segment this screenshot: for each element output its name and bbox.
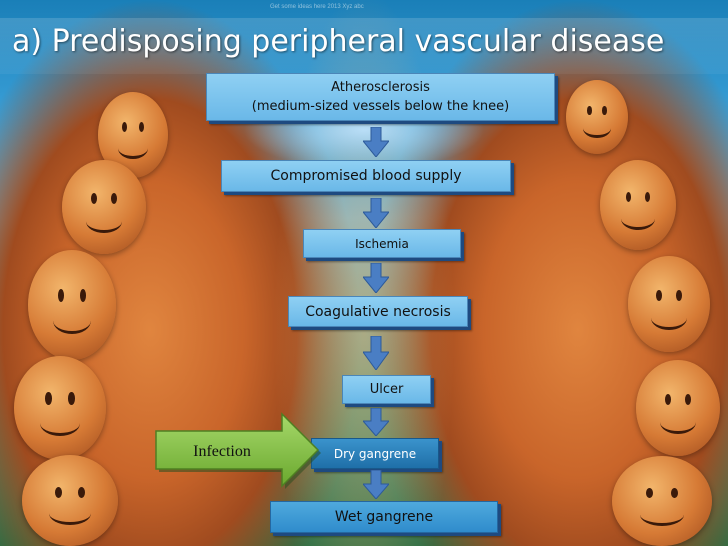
smiley-toe-icon: [566, 80, 628, 154]
smiley-toe-icon: [22, 455, 118, 546]
infection-arrow: Infection: [155, 412, 321, 489]
node-dry-gangrene: Dry gangrene: [311, 438, 439, 469]
atherosclerosis-sublabel: (medium-sized vessels below the knee): [251, 99, 510, 114]
node-atherosclerosis: Atherosclerosis (medium-sized vessels be…: [206, 73, 555, 121]
down-arrow-icon: [363, 198, 389, 228]
node-ischemia: Ischemia: [303, 229, 461, 258]
title-band: [0, 18, 728, 74]
node-compromised-blood-supply: Compromised blood supply: [221, 160, 511, 192]
node-coagulative-necrosis: Coagulative necrosis: [288, 296, 468, 327]
down-arrow-icon: [363, 336, 389, 370]
smiley-toe-icon: [28, 250, 116, 360]
down-arrow-icon: [363, 408, 389, 436]
smiley-toe-icon: [14, 356, 106, 460]
smiley-toe-icon: [612, 456, 712, 546]
smiley-toe-icon: [628, 256, 710, 352]
infection-label: Infection: [193, 443, 251, 460]
down-arrow-icon: [363, 263, 389, 293]
smiley-toe-icon: [600, 160, 676, 250]
atherosclerosis-label: Atherosclerosis: [331, 80, 430, 95]
down-arrow-icon: [363, 127, 389, 157]
slide-title: a) Predisposing peripheral vascular dise…: [12, 24, 665, 59]
down-arrow-icon: [363, 470, 389, 499]
smiley-toe-icon: [636, 360, 720, 456]
smiley-toe-icon: [62, 160, 146, 254]
node-ulcer: Ulcer: [342, 375, 431, 404]
node-wet-gangrene: Wet gangrene: [270, 501, 498, 533]
watermark-text: Get some ideas here 2013 Xyz abc: [270, 4, 364, 10]
